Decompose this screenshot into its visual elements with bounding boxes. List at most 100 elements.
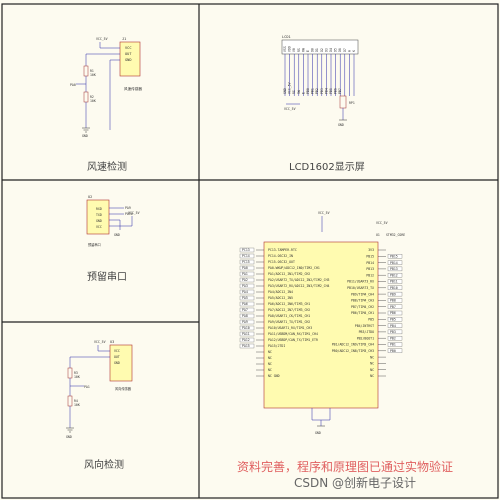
wind-speed-power: VCC_5V <box>96 37 108 41</box>
mcu-right-net-box <box>387 285 403 290</box>
panel-title-wind-direction: 风向检测 <box>84 458 124 471</box>
mcu-left-net: PA12 <box>242 338 250 342</box>
mcu-left-net: PC13 <box>242 248 250 252</box>
mcu-left-pin: PA3/USART2_RX/ADC12_IN3/TIM2_CH4 <box>268 284 329 288</box>
lcd-net-label: RS <box>292 90 296 94</box>
wind-direction-module-ref: U3 <box>110 340 114 344</box>
resistor-r3 <box>67 367 73 379</box>
mcu-power-right: VCC_5V <box>376 221 388 225</box>
mcu-right-net: PB0 <box>390 349 396 353</box>
mcu-right-pin: PB3/JTDO <box>359 330 374 334</box>
mcu-left-pin: PA1/ADC12_IN1/TIM2_CH2 <box>268 272 310 276</box>
lcd-pin-label: D6 <box>338 48 342 52</box>
lcd-ref: LCD1 <box>282 35 291 39</box>
mcu-right-net: PB8 <box>390 299 396 303</box>
wind-direction-module <box>109 344 133 382</box>
mcu-right-net-box <box>387 342 403 347</box>
mcu-left-net-box <box>239 337 255 343</box>
mcu-left-net-box <box>239 271 255 277</box>
mcu-left-net-box <box>239 319 255 325</box>
mcu-left-pin: PA6/ADC12_IN6/TIM3_CH1 <box>268 302 310 306</box>
wind-speed-module-label: 风速传感器 <box>124 86 142 91</box>
mcu-left-pin: PA0-WKUP/ADC12_IN0/TIM2_CH1 <box>268 266 320 270</box>
resistor-r3-ref: R3 <box>74 371 78 375</box>
port-pin-txd: TXD <box>96 213 102 217</box>
lcd-net-label: RW <box>297 90 301 94</box>
mcu-left-net: PA0 <box>242 266 248 270</box>
mcu-left-pin: PA11/USBDM/CAN_RX/TIM1_CH4 <box>268 332 318 336</box>
mcu-right-net-box <box>387 304 403 309</box>
mcu-left-net: PC14 <box>242 254 250 258</box>
mcu-right-net-box <box>387 266 403 272</box>
mcu-left-pin: PA9/USART1_TX/TIM1_CH2 <box>268 320 310 324</box>
panel-title-reserved-port: 预留串口 <box>87 270 127 283</box>
mcu-right-net: PB13 <box>390 267 398 271</box>
mcu-left-net: PA6 <box>242 302 248 306</box>
lcd-net-label: PB0 <box>306 88 310 94</box>
mcu-left-pin: NC <box>268 356 272 360</box>
mcu-left-net-box <box>239 259 255 265</box>
mcu-left-net: PA5 <box>242 296 248 300</box>
resistor-r2-value: 10K <box>90 99 96 103</box>
mcu-left-net-box <box>239 313 255 319</box>
mcu-left-nets: PC13PC14PC15PA0PA1PA2PA3PA4PA5PA6PA7PA8P… <box>239 247 255 348</box>
lcd-power: VCC_5V <box>284 107 296 111</box>
lcd-net-label: PB5 <box>329 88 333 94</box>
lcd-pin-label: A <box>347 50 351 52</box>
lcd-net-label: PB6 <box>334 88 338 94</box>
panel-wind-direction: U3 VCC OUT GND 风向传感器 VCC_5V R3 10K PA1 R… <box>66 340 133 471</box>
mcu-right-net: PB9 <box>390 292 396 296</box>
mcu-left-net: PA11 <box>242 332 250 336</box>
mcu-ref: U1 <box>376 233 380 237</box>
mcu-right-pin: NC <box>370 374 374 378</box>
mcu-left-net: PA10 <box>242 326 250 330</box>
mcu-right-pin: PB5 <box>368 318 374 322</box>
lcd-potentiometer <box>339 95 347 109</box>
mcu-left-pin: NC <box>268 368 272 372</box>
mcu-left-net-box <box>239 265 255 271</box>
wind-direction-pin-vcc: VCC <box>114 349 120 353</box>
mcu-left-net-box <box>239 253 255 259</box>
mcu-right-net: PB10 <box>390 286 398 290</box>
port-net-2: PA10 <box>125 212 133 216</box>
resistor-r4-ref: R4 <box>74 399 78 403</box>
wind-speed-module <box>119 41 141 77</box>
lcd-ground: GND <box>338 123 344 127</box>
mcu-left-net-box <box>239 307 255 313</box>
mcu-right-pin: PB10/USART3_TX <box>347 286 374 290</box>
mcu-right-net-box <box>387 291 403 297</box>
mcu-left-pin: PC14-OSC32_IN <box>268 254 293 258</box>
lcd-net-label: GND <box>283 88 287 94</box>
mcu-right-pin: 3V3 <box>368 248 374 252</box>
wind-speed-pin-vcc: VCC <box>125 46 132 50</box>
mcu-right-pin: PB14 <box>366 261 374 265</box>
port-net-4: VCC_5V <box>128 211 140 215</box>
mcu-right-net: PB7 <box>390 305 396 309</box>
mcu-left-net-box <box>239 325 255 331</box>
mcu-left-pin: PA7/ADC12_IN7/TIM3_CH2 <box>268 308 310 312</box>
mcu-right-net-box <box>387 310 403 316</box>
mcu-left-pin: PA15/JTDI <box>268 344 285 348</box>
lcd-pin-label: D5 <box>334 48 338 52</box>
mcu-right-net-box <box>387 273 403 278</box>
port-pin-rxd: RXD <box>96 207 102 211</box>
mcu-left-pin: PA2/USART2_TX/ADC12_IN2/TIM2_CH3 <box>268 278 329 282</box>
wind-direction-net: PA1 <box>84 385 90 389</box>
wind-speed-pin-out: OUT <box>125 52 132 56</box>
port-net-1: PA9 <box>125 206 131 210</box>
mcu-right-pin: NC <box>370 355 374 359</box>
lcd-pin-label: D3 <box>324 48 328 52</box>
mcu-left-net-box <box>239 283 255 289</box>
mcu-left-net: PA8 <box>242 314 248 318</box>
sheet-frame <box>1 3 499 499</box>
mcu-right-pin: PB9/TIM4_CH4 <box>351 292 374 296</box>
lcd-net-label: PB3 <box>320 88 324 94</box>
lcd-pot-ref: RP1 <box>349 101 355 105</box>
mcu-ground: GND <box>315 431 321 435</box>
mcu-left-net-box <box>239 301 255 307</box>
mcu-right-net: PB14 <box>390 261 398 265</box>
